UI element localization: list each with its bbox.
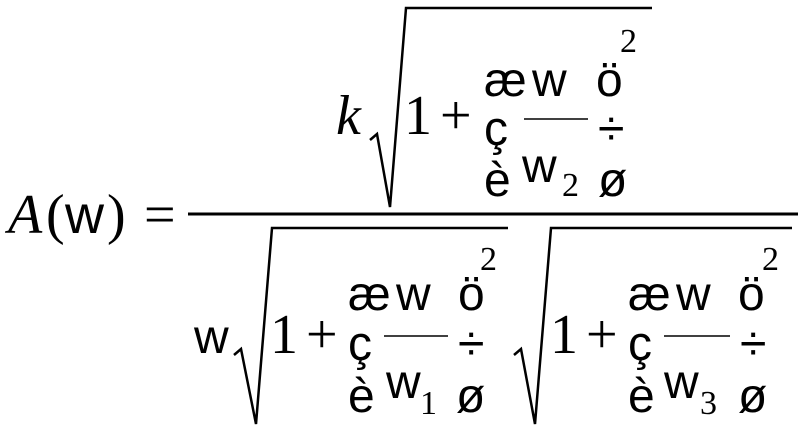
term1-paren-mid-left: ç: [348, 318, 372, 371]
term2-bottom-variable: w: [663, 356, 699, 409]
denominator-radical-1: [233, 226, 508, 425]
term1-plus: +: [306, 304, 338, 366]
numerator-paren-mid-left: ç: [484, 103, 508, 156]
term2-one: 1: [550, 304, 578, 366]
term2-top-variable: w: [675, 268, 711, 321]
numerator-paren-top-left: æ: [484, 54, 527, 107]
term1-top-variable: w: [395, 268, 431, 321]
lhs-variable: w: [64, 185, 105, 245]
term2-plus: +: [586, 304, 618, 366]
numerator-paren-bottom-right: ø: [598, 154, 627, 207]
term2-subscript: 3: [700, 385, 717, 422]
numerator-exponent: 2: [620, 23, 637, 60]
term2-paren-bottom-right: ø: [738, 370, 767, 423]
equals-sign: =: [144, 184, 176, 246]
numerator-top-variable: w: [531, 54, 567, 107]
term2-paren-top-left: æ: [628, 268, 671, 321]
term1-bottom-variable: w: [385, 356, 421, 409]
lhs-function: A: [4, 184, 43, 246]
term1-paren-top-right: ö: [458, 268, 485, 321]
numerator-paren-mid-right: ÷: [598, 103, 624, 156]
term1-subscript: 1: [420, 385, 437, 422]
term2-paren-mid-right: ÷: [740, 318, 766, 371]
lhs-open-paren: (: [46, 184, 65, 246]
term2-exponent: 2: [762, 241, 779, 278]
numerator-paren-bottom-left: è: [484, 154, 511, 207]
denominator-radical-2: [513, 226, 792, 425]
term1-paren-bottom-right: ø: [456, 370, 485, 423]
numerator-one: 1: [404, 85, 432, 147]
term2-paren-top-right: ö: [738, 268, 765, 321]
term1-paren-bottom-left: è: [348, 370, 375, 423]
term2-paren-mid-left: ç: [628, 318, 652, 371]
numerator-plus: +: [440, 85, 472, 147]
numerator-subscript: 2: [562, 167, 579, 204]
lhs-close-paren: ): [107, 184, 126, 246]
term1-paren-mid-right: ÷: [458, 318, 484, 371]
numerator-radical: [369, 6, 652, 208]
denominator-lead-variable: w: [193, 311, 229, 364]
term2-paren-bottom-left: è: [628, 370, 655, 423]
term1-exponent: 2: [480, 241, 497, 278]
numerator-paren-top-right: ö: [596, 54, 623, 107]
term1-one: 1: [270, 304, 298, 366]
numerator-bottom-variable: w: [521, 140, 557, 193]
term1-paren-top-left: æ: [348, 268, 391, 321]
numerator-gain: k: [336, 85, 362, 147]
